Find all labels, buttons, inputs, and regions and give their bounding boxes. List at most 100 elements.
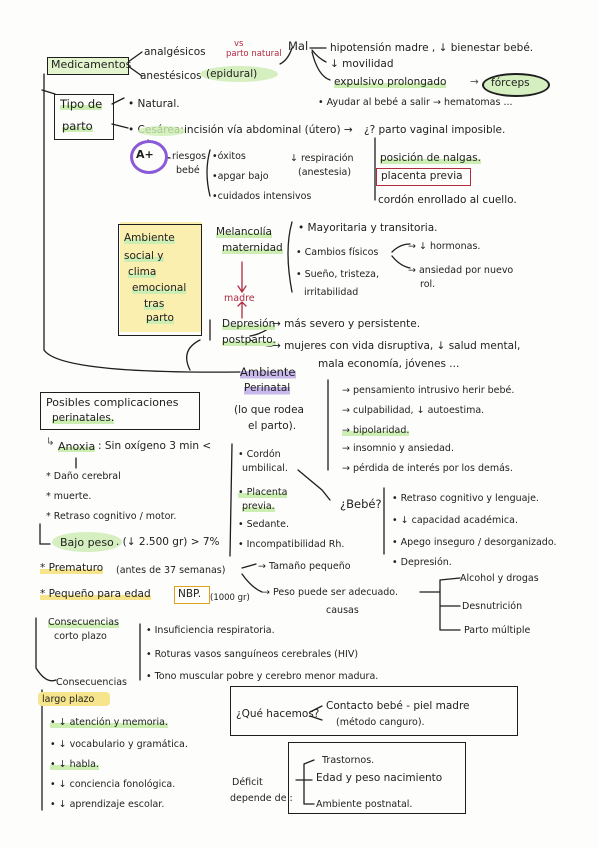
riesgo-1: •óxitos [212,151,246,162]
placenta-previa: placenta previa [381,170,463,182]
hipotension: hipotensión madre , ↓ bienestar bebé. [330,42,534,54]
arrow-forceps: → [470,76,479,88]
complicaciones-2: perinatales. [52,412,115,425]
complicaciones-1: Posibles complicaciones [46,396,179,409]
placenta-previa-box [376,168,471,186]
riesgo-2: •apgar bajo [212,171,269,182]
ambiente-social-1: Ambiente [124,232,175,245]
dano-cerebral: * Daño cerebral [46,471,121,482]
analgesicos: analgésicos [144,46,206,58]
largo-plazo-1: Consecuencias [56,677,128,688]
perinatal-desc-2: el parto). [248,420,297,432]
bebe-label: ¿Bebé? [340,497,382,511]
ayudar-bebe: • Ayudar al bebé a salir → hematomas ... [318,97,513,108]
largo-l4: • ↓ conciencia fonológica. [50,779,176,790]
bebe-b2: • ↓ capacidad académica. [392,515,518,526]
alcohol-drogas: Alcohol y drogas [460,573,539,584]
complicaciones-box [40,392,200,430]
prematuro-desc: (antes de 37 semanas) [116,565,226,576]
causa-2b: previa. [242,500,275,513]
tipo-parto-box [54,94,114,140]
movilidad: ↓ movilidad [330,58,394,70]
retraso-cognitivo: * Retraso cognitivo / motor. [46,511,177,522]
muerte: * muerte. [46,491,92,502]
corto-k2: • Roturas vasos sanguíneos cerebrales (H… [146,649,359,660]
parto-vaginal: ¿? parto vaginal imposible. [364,124,506,136]
sueno-1: • Sueño, tristeza, [296,269,380,280]
ambiente-perinatal-1: Ambiente [240,365,296,379]
forceps-circle [482,73,550,97]
nbp-box [174,586,210,604]
perinatal-p4: → insomnio y ansiedad. [342,443,454,454]
sueno-2: irritabilidad [304,287,359,298]
ansiedad-rol-1: → ansiedad por nuevo [408,265,514,276]
largo-l2: • ↓ vocabulario y gramática. [50,739,188,750]
ambiente-social-3: clima [128,266,157,279]
perinatal-desc-1: (lo que rodea [234,404,304,416]
causa-4: • Incompatibilidad Rh. [238,539,345,550]
respiracion-2: (anestesia) [298,167,352,178]
deficit-d3: Ambiente postnatal. [316,799,413,810]
parto-natural-note: parto natural [226,49,282,59]
anoxia-desc: : Sin oxígeno 3 min < [98,440,212,452]
deficit-d1: Trastornos. [322,755,375,766]
pequeno-edad: * Pequeño para edad [40,588,151,601]
causas-label: causas [326,605,359,616]
tamano-pequeno: → Tamaño pequeño [258,561,351,572]
ambiente-social-2: social y [124,250,164,263]
posicion-nalgas: posición de nalgas. [380,152,481,165]
perinatal-p5: → pérdida de interés por los demás. [342,463,513,474]
que-hacemos: ¿Qué hacemos? [236,708,320,720]
perinatal-p2: → culpabilidad, ↓ autoestima. [342,405,485,416]
mujeres-disruptiva: → mujeres con vida disruptiva, ↓ salud m… [272,340,521,352]
nbp-peso: (1000 gr) [210,593,250,603]
riesgos-label-2: bebé [176,165,200,176]
perinatal-p1: → pensamiento intrusivo herir bebé. [342,385,515,396]
riesgos-label-1: riesgos [172,151,207,162]
bajo-peso-desc: . (↓ 2.500 gr) > 7% [116,536,220,548]
a-plus-circle [130,140,168,174]
bajo-peso-highlight [52,532,122,552]
depresion-2: postparto. [222,334,276,347]
causa-1a: • Cordón [238,449,281,460]
depresion-1: Depresión [222,318,276,331]
ambiente-social-4: emocional [132,282,187,295]
desnutricion: Desnutrición [462,601,523,612]
anoxia-arrow: ↳ [46,436,55,448]
parto-multiple: Parto múltiple [464,625,531,636]
mas-severo: → más severo y persistente. [272,318,421,330]
ambiente-perinatal-2: Perinatal [244,382,291,395]
cambios-fisicos: • Cambios físicos [296,247,379,258]
ansiedad-rol-2: rol. [420,279,436,290]
vs-label: vs [234,39,244,49]
causa-2a: • Placenta [238,486,288,499]
corto-plazo-2: corto plazo [54,631,107,642]
contacto-1: Contacto bebé - piel madre [326,700,470,712]
causa-1b: umbilical. [242,463,288,474]
bebe-b4: • Depresión. [392,557,452,568]
parto-natural: • Natural. [128,98,180,110]
ambiente-social-box [118,224,202,336]
peso-adecuado: → Peso puede ser adecuado. [262,587,398,598]
riesgo-3: •cuidados intensivos [212,191,312,202]
bajo-peso: Bajo peso [60,536,114,549]
respiracion-1: ↓ respiración [290,153,354,164]
corto-k1: • Insuficiencia respiratoria. [146,625,275,636]
melancolia-1: Melancolía [216,226,272,239]
contacto-2: (método canguro). [336,717,425,728]
largo-plazo-2: largo plazo [42,694,95,705]
anoxia: Anoxia [58,440,96,453]
melancolia-2: maternidad [222,242,283,255]
mal-label: Mal [288,39,309,53]
tipo-parto-label-2: parto [62,119,93,133]
bebe-b1: • Retraso cognitivo y lenguaje. [392,493,539,504]
medicamentos-label: Medicamentos [51,58,132,71]
incision: incisión vía abdominal (útero) → [184,124,353,136]
largo-l5: • ↓ aprendizaje escolar. [50,799,165,810]
que-hacemos-box [230,686,518,736]
ambiente-social-5: tras [144,298,165,311]
nbp: NBP. [178,588,202,600]
anestesicos: anestésicos [140,70,202,82]
